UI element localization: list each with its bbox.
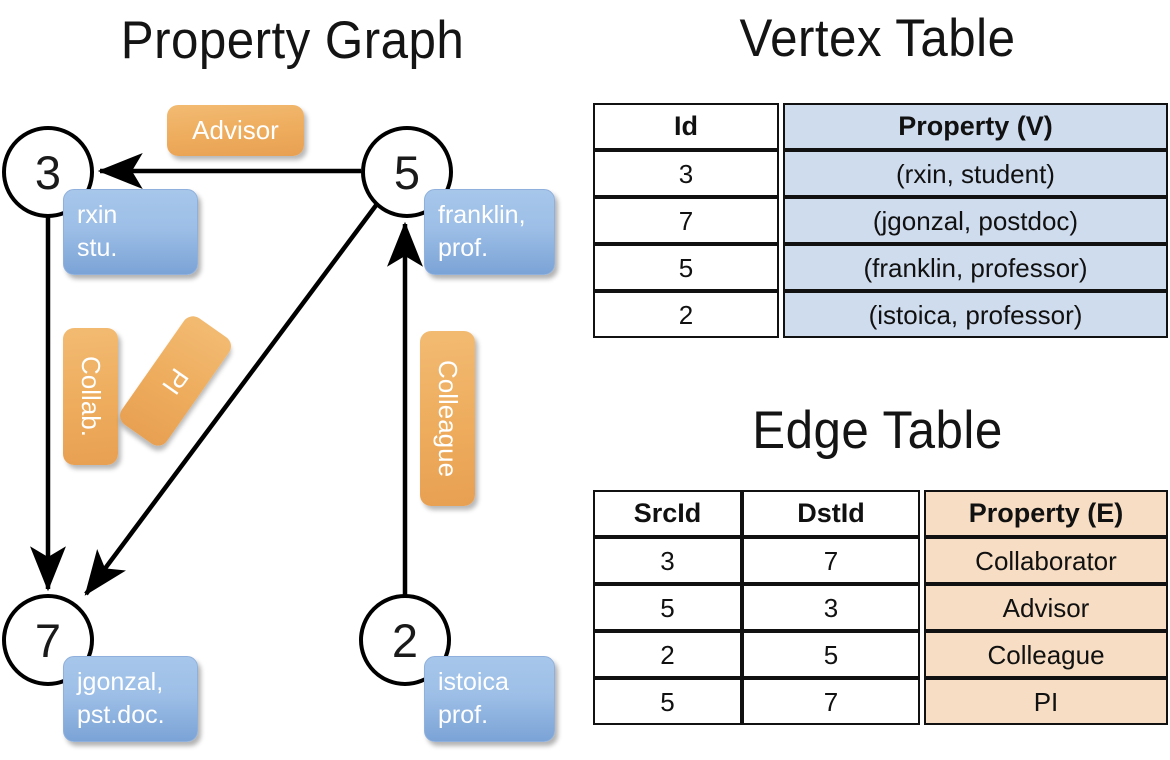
edge-cell-property: Collaborator xyxy=(924,537,1168,584)
node-property-box-5: franklin, prof. xyxy=(424,189,555,275)
column-gap xyxy=(920,537,924,584)
page-title-property-graph: Property Graph xyxy=(120,11,465,70)
column-gap xyxy=(920,678,924,725)
column-gap xyxy=(920,490,924,537)
node-property-2-line2: prof. xyxy=(438,701,489,729)
property-graph-diagram: 3 5 7 2 rxin stu. franklin, prof. jgonza… xyxy=(2,105,555,742)
edge-label-colleague-text: Colleague xyxy=(433,359,463,478)
edge-label-colleague: Colleague xyxy=(420,331,475,506)
edge-label-collab-text: Collab. xyxy=(76,356,106,437)
edge-cell-srcid: 2 xyxy=(593,631,742,678)
edge-cell-dstid: 7 xyxy=(742,678,920,725)
vertex-cell-id: 5 xyxy=(593,244,779,291)
vertex-cell-id: 3 xyxy=(593,150,779,197)
edge-cell-property: PI xyxy=(924,678,1168,725)
node-property-box-7: jgonzal, pst.doc. xyxy=(63,656,198,742)
table-row[interactable]: 2 5 Colleague xyxy=(593,631,1168,678)
edge-cell-property: Advisor xyxy=(924,584,1168,631)
edge-cell-dstid: 3 xyxy=(742,584,920,631)
graph-node-2[interactable]: 2 xyxy=(359,594,451,686)
vertex-cell-id: 2 xyxy=(593,291,779,338)
node-property-box-3: rxin stu. xyxy=(63,189,198,275)
edge-label-collab: Collab. xyxy=(63,328,118,465)
vertex-table-header-property: Property (V) xyxy=(783,103,1168,150)
table-row[interactable]: 3 (rxin, student) xyxy=(593,150,1168,197)
column-gap xyxy=(779,103,783,150)
edge-table: SrcId DstId Property (E) 3 7 Collaborato… xyxy=(593,490,1168,725)
table-header-row: SrcId DstId Property (E) xyxy=(593,490,1168,537)
graph-edges-svg xyxy=(30,153,423,597)
edge-table-header-dstid: DstId xyxy=(742,490,920,537)
vertex-cell-property: (istoica, professor) xyxy=(783,291,1168,338)
table-row[interactable]: 5 (franklin, professor) xyxy=(593,244,1168,291)
edge-cell-srcid: 5 xyxy=(593,584,742,631)
table-row[interactable]: 5 3 Advisor xyxy=(593,584,1168,631)
column-gap xyxy=(779,197,783,244)
edge-cell-property: Colleague xyxy=(924,631,1168,678)
column-gap xyxy=(779,244,783,291)
page-title-edge-table: Edge Table xyxy=(752,401,1003,460)
edge-cell-srcid: 5 xyxy=(593,678,742,725)
node-property-3-line1: rxin xyxy=(77,201,118,229)
vertex-cell-property: (jgonzal, postdoc) xyxy=(783,197,1168,244)
node-property-5-line1: franklin, xyxy=(438,201,526,229)
node-property-3-line2: stu. xyxy=(77,234,118,262)
node-property-7-line1: jgonzal, xyxy=(77,668,164,696)
edge-pi-5-to-7 xyxy=(84,202,379,596)
table-header-row: Id Property (V) xyxy=(593,103,1168,150)
table-row[interactable]: 7 (jgonzal, postdoc) xyxy=(593,197,1168,244)
edge-table-header-srcid: SrcId xyxy=(593,490,742,537)
edge-cell-dstid: 7 xyxy=(742,537,920,584)
edge-label-pi-text: PI xyxy=(156,362,196,400)
column-gap xyxy=(779,291,783,338)
node-property-7-line2: pst.doc. xyxy=(77,701,165,729)
edge-label-advisor: Advisor xyxy=(167,105,304,156)
node-property-box-2: istoica prof. xyxy=(424,656,555,742)
vertex-cell-property: (franklin, professor) xyxy=(783,244,1168,291)
vertex-table-header-id: Id xyxy=(593,103,779,150)
edge-table-header-property: Property (E) xyxy=(924,490,1168,537)
table-row[interactable]: 3 7 Collaborator xyxy=(593,537,1168,584)
edge-cell-dstid: 5 xyxy=(742,631,920,678)
vertex-cell-id: 7 xyxy=(593,197,779,244)
column-gap xyxy=(920,631,924,678)
table-row[interactable]: 5 7 PI xyxy=(593,678,1168,725)
edge-cell-srcid: 3 xyxy=(593,537,742,584)
table-row[interactable]: 2 (istoica, professor) xyxy=(593,291,1168,338)
vertex-cell-property: (rxin, student) xyxy=(783,150,1168,197)
column-gap xyxy=(920,584,924,631)
vertex-table: Id Property (V) 3 (rxin, student) 7 (jgo… xyxy=(593,103,1168,338)
graph-node-5[interactable]: 5 xyxy=(361,126,453,218)
page-title-vertex-table: Vertex Table xyxy=(739,9,1016,68)
node-property-5-line2: prof. xyxy=(438,234,489,262)
column-gap xyxy=(779,150,783,197)
node-property-2-line1: istoica xyxy=(438,668,509,696)
